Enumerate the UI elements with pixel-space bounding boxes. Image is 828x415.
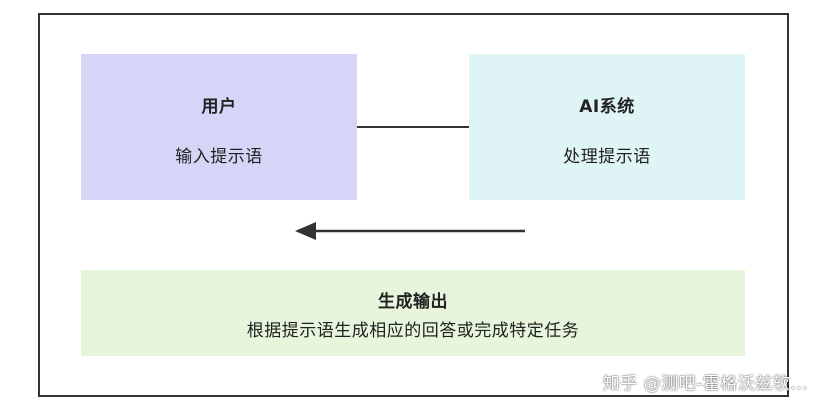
watermark: 知乎 @测吧-霍格沃兹软... — [602, 374, 808, 394]
user-subtitle: 输入提示语 — [175, 147, 263, 167]
output-title: 生成输出 — [378, 292, 448, 312]
user-title: 用户 — [201, 97, 237, 117]
ai-system-title: AI系统 — [579, 97, 635, 117]
ai-system-box: AI系统 处理提示语 — [469, 54, 745, 200]
ai-system-subtitle: 处理提示语 — [563, 147, 651, 167]
output-box: 生成输出 根据提示语生成相应的回答或完成特定任务 — [81, 270, 745, 356]
user-box: 用户 输入提示语 — [81, 54, 357, 200]
output-subtitle: 根据提示语生成相应的回答或完成特定任务 — [246, 321, 580, 341]
output-arrow-head-icon — [295, 222, 316, 240]
